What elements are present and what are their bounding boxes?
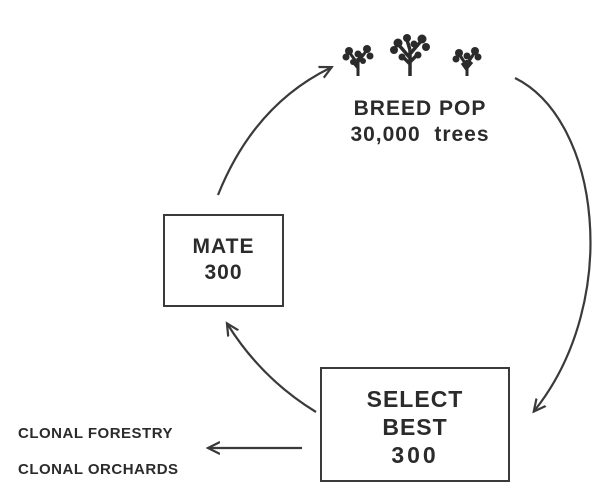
clonal-forestry-label: CLONAL FORESTRY: [18, 425, 174, 442]
select-best-box: SELECT BEST 300: [320, 367, 510, 482]
select-count: 300: [391, 442, 439, 468]
arrow-select-to-mate: [228, 325, 317, 413]
mate-title: MATE: [192, 235, 255, 258]
select-title: SELECT: [366, 386, 464, 412]
breed-pop-title: BREED POP: [353, 97, 487, 120]
select-subtitle: BEST: [382, 414, 448, 440]
arrow-breed-to-select: [514, 77, 592, 410]
mate-count: 300: [204, 261, 243, 284]
arrow-mate-to-breed: [216, 68, 330, 196]
mate-box: MATE 300: [163, 214, 284, 307]
breed-pop-count: 30,000 trees: [350, 123, 490, 146]
tree-icon: [390, 34, 430, 76]
tree-icon: [342, 45, 374, 76]
breed-pop-label: BREED POP 30,000 trees: [320, 96, 520, 148]
clonal-orchards-label: CLONAL ORCHARDS: [18, 461, 179, 478]
tree-icon: [452, 47, 482, 76]
